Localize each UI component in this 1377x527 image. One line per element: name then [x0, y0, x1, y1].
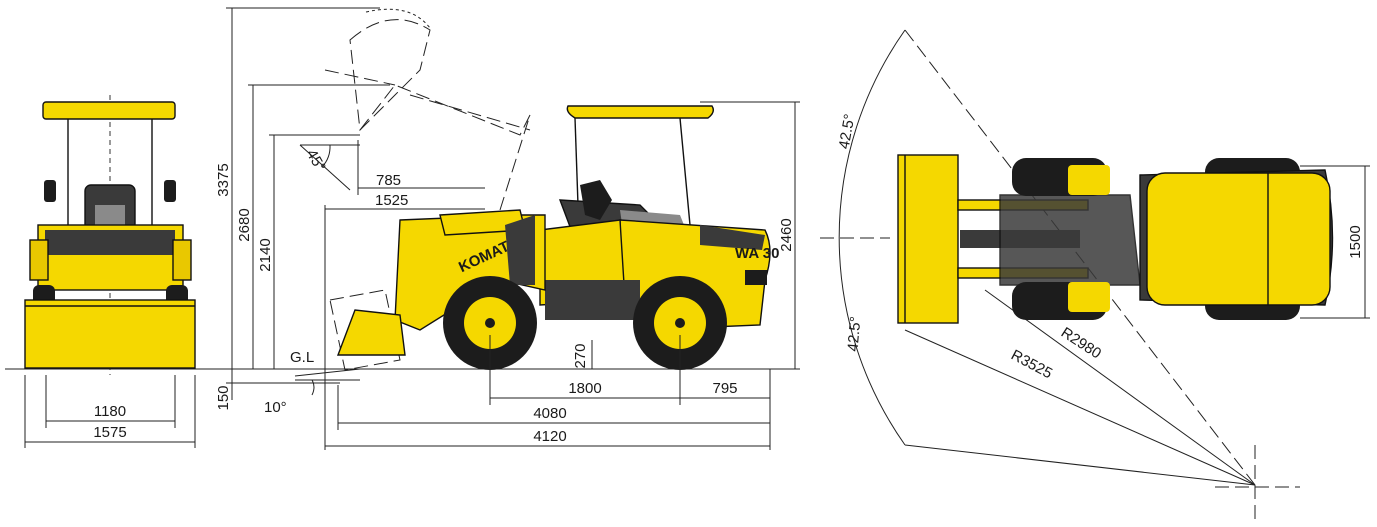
angle-10: 10° [264, 399, 287, 416]
raised-bucket-outline [349, 19, 431, 132]
top-bucket [897, 154, 959, 324]
radius-2980: R2980 [1058, 324, 1104, 362]
radius-3525: R3525 [1008, 347, 1055, 383]
swing-arc [838, 29, 906, 446]
side-view: 3375 2680 2140 2460 150 45° 785 1525 [215, 7, 800, 450]
model-badge: WA 30 [735, 245, 779, 262]
dim-150: 150 [215, 385, 232, 410]
dim-1500: 1500 [1347, 225, 1364, 258]
dim-795: 795 [712, 380, 737, 397]
front-wheel [443, 276, 537, 370]
angle-42-5-top: 42.5° [836, 113, 859, 151]
dim-1800: 1800 [568, 380, 601, 397]
dim-front-1575: 1575 [93, 424, 126, 441]
top-view: 42.5° 42.5° R2980 R3525 1500 [820, 29, 1370, 520]
top-canopy [1146, 172, 1331, 306]
dim-270: 270 [572, 343, 589, 368]
rear-wheel [633, 276, 727, 370]
front-bucket [24, 299, 196, 369]
dim-1525: 1525 [375, 192, 408, 209]
side-canopy [566, 105, 715, 119]
dim-4080: 4080 [533, 405, 566, 422]
angle-42-5-bottom: 42.5° [844, 316, 864, 353]
dim-3375: 3375 [215, 163, 232, 196]
dim-2140: 2140 [257, 238, 274, 271]
dim-785: 785 [376, 172, 401, 189]
dim-2460: 2460 [778, 218, 795, 251]
dim-2680: 2680 [236, 208, 253, 241]
front-view: 1180 1575 [24, 95, 196, 448]
dim-front-1180: 1180 [94, 403, 126, 420]
ground-level-label: G.L [290, 349, 314, 366]
side-bucket [336, 309, 406, 356]
dim-4120: 4120 [533, 428, 566, 445]
front-canopy [42, 101, 176, 120]
